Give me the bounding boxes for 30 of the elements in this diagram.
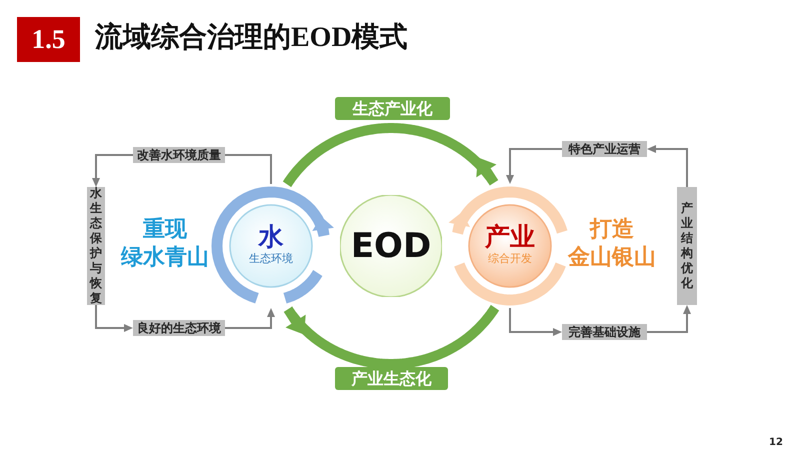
circle-title: 水: [258, 224, 284, 249]
slogan: 金山银山: [568, 246, 656, 270]
edge-label: 生态产业化: [335, 97, 450, 120]
arrow: [509, 308, 562, 336]
circle-title: 产业: [485, 224, 535, 249]
page-number: 12: [769, 437, 783, 448]
circle-subtitle: 生态环境: [249, 253, 293, 264]
slogan: 打造: [590, 218, 634, 242]
curved-arrow: [283, 304, 500, 369]
label-box: 特色产业运营: [562, 141, 647, 157]
connector-line: [225, 154, 272, 184]
arrow: [647, 145, 688, 187]
label-box: 良好的生态环境: [133, 320, 225, 336]
arrow: [647, 305, 691, 333]
vertical-label-box: 产业结构优化: [677, 187, 697, 305]
label-box: 改善水环境质量: [133, 147, 225, 163]
curved-arrow: [282, 123, 499, 188]
circle-subtitle: 综合开发: [488, 253, 532, 264]
vertical-label-box: 水生态保护与恢复: [87, 187, 105, 305]
arrow: [92, 154, 133, 187]
arrow: [225, 308, 275, 329]
number-badge: 1.5: [17, 17, 80, 62]
slogan: 绿水青山: [121, 246, 209, 270]
title: 流域综合治理的EOD模式: [95, 20, 408, 55]
arrow: [506, 148, 562, 184]
edge-label: 产业生态化: [335, 367, 448, 390]
slogan: 重现: [143, 218, 187, 242]
label-box: 完善基础设施: [562, 324, 647, 340]
circle-title: EOD: [350, 229, 432, 263]
arrow: [95, 305, 133, 332]
